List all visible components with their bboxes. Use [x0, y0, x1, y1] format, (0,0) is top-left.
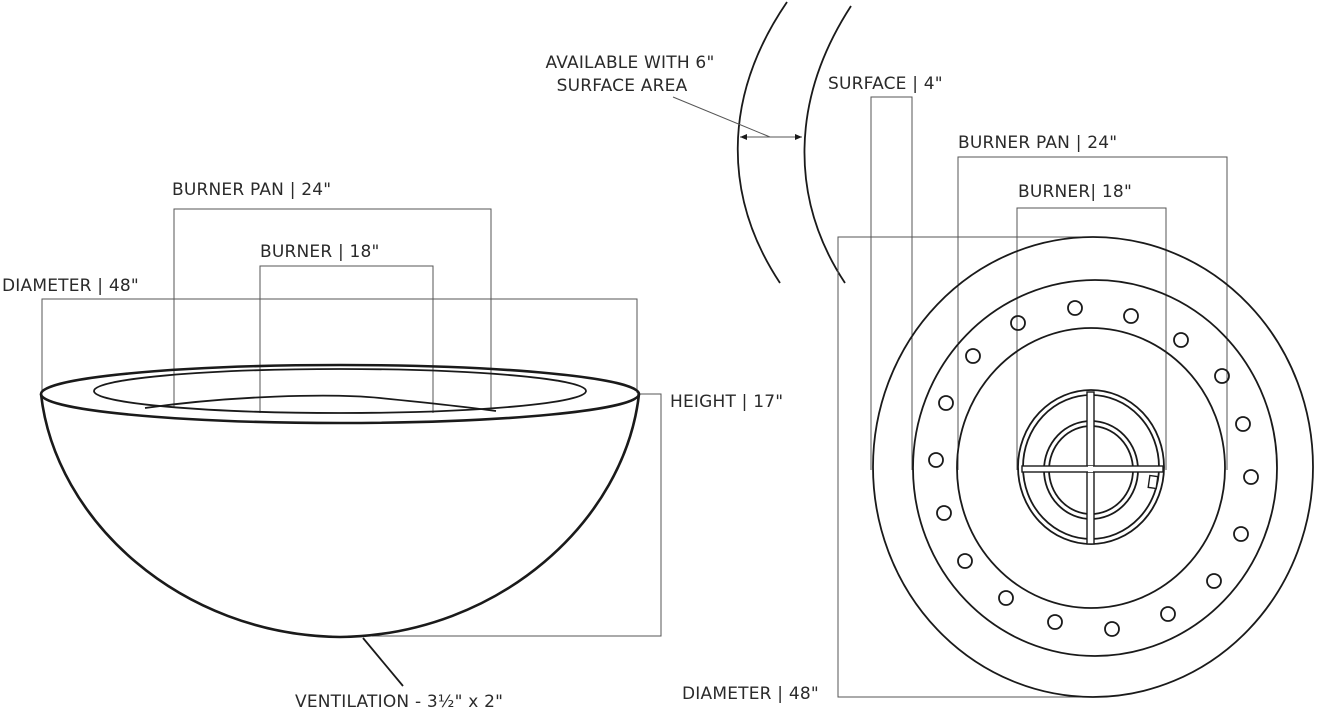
burner-pan-dimension-bracket	[173, 208, 492, 408]
vent-hole	[928, 452, 944, 468]
top-burner-label: BURNER| 18"	[1018, 182, 1132, 202]
vent-hole	[1235, 416, 1251, 432]
vent-hole	[1243, 469, 1259, 485]
vent-hole	[1010, 315, 1026, 331]
burner-ring-assembly	[1017, 389, 1165, 545]
diameter-dimension-bracket	[41, 298, 638, 393]
vent-hole	[938, 395, 954, 411]
side-height-label: HEIGHT | 17"	[670, 392, 784, 412]
surface-callout-line1: AVAILABLE WITH 6"	[545, 53, 715, 73]
vent-hole	[1214, 368, 1230, 384]
top-diameter-label: DIAMETER | 48"	[682, 684, 819, 704]
vent-hole	[957, 553, 973, 569]
arrow-head-left	[740, 134, 747, 140]
burner-dimension-bracket	[259, 265, 434, 413]
arrow-head-right	[795, 134, 802, 140]
surface-callout-leader	[672, 96, 771, 138]
ventilation-label: VENTILATION - 3½" x 2"	[295, 692, 504, 712]
surface-area-detail	[672, 1, 852, 284]
vent-hole	[1067, 300, 1083, 316]
ventilation-leader-line	[362, 637, 404, 687]
top-view-bowl	[837, 96, 1314, 698]
vent-hole	[936, 505, 952, 521]
height-dimension-bracket	[372, 393, 662, 637]
vent-hole	[965, 348, 981, 364]
surface-outer-arc	[736, 1, 788, 284]
side-view-bowl	[39, 208, 662, 687]
vent-hole	[1123, 308, 1139, 324]
top-diameter-dimension-bracket	[837, 236, 1093, 698]
inner-rim-circle	[912, 279, 1278, 657]
vent-hole	[1104, 621, 1120, 637]
surface-inner-arc	[803, 5, 852, 284]
top-surface-label: SURFACE | 4"	[828, 74, 943, 94]
outer-rim-circle	[872, 236, 1314, 698]
side-burner-pan-label: BURNER PAN | 24"	[172, 180, 332, 200]
vent-hole	[1206, 573, 1222, 589]
top-surface-dimension-bracket	[870, 96, 913, 470]
side-diameter-label: DIAMETER | 48"	[2, 276, 139, 296]
bowl-body	[39, 393, 641, 639]
burner-cross-center	[1088, 466, 1093, 472]
top-burner-pan-label: BURNER PAN | 24"	[958, 133, 1118, 153]
bowl-inner-rim	[93, 368, 587, 414]
burner-pan-circle	[956, 327, 1226, 609]
vent-hole	[1173, 332, 1189, 348]
top-burner-pan-dimension-bracket	[957, 156, 1228, 470]
vent-hole	[1233, 526, 1249, 542]
bowl-outer-rim	[39, 363, 641, 425]
surface-callout-line2: SURFACE AREA	[556, 76, 688, 96]
igniter-tab	[1147, 474, 1159, 490]
top-burner-dimension-bracket	[1016, 207, 1167, 470]
vent-hole	[1160, 606, 1176, 622]
vent-holes	[928, 300, 1259, 637]
side-burner-label: BURNER | 18"	[260, 242, 380, 262]
vent-hole	[998, 590, 1014, 606]
burner-pan-edge	[144, 394, 497, 412]
vent-hole	[1047, 614, 1063, 630]
